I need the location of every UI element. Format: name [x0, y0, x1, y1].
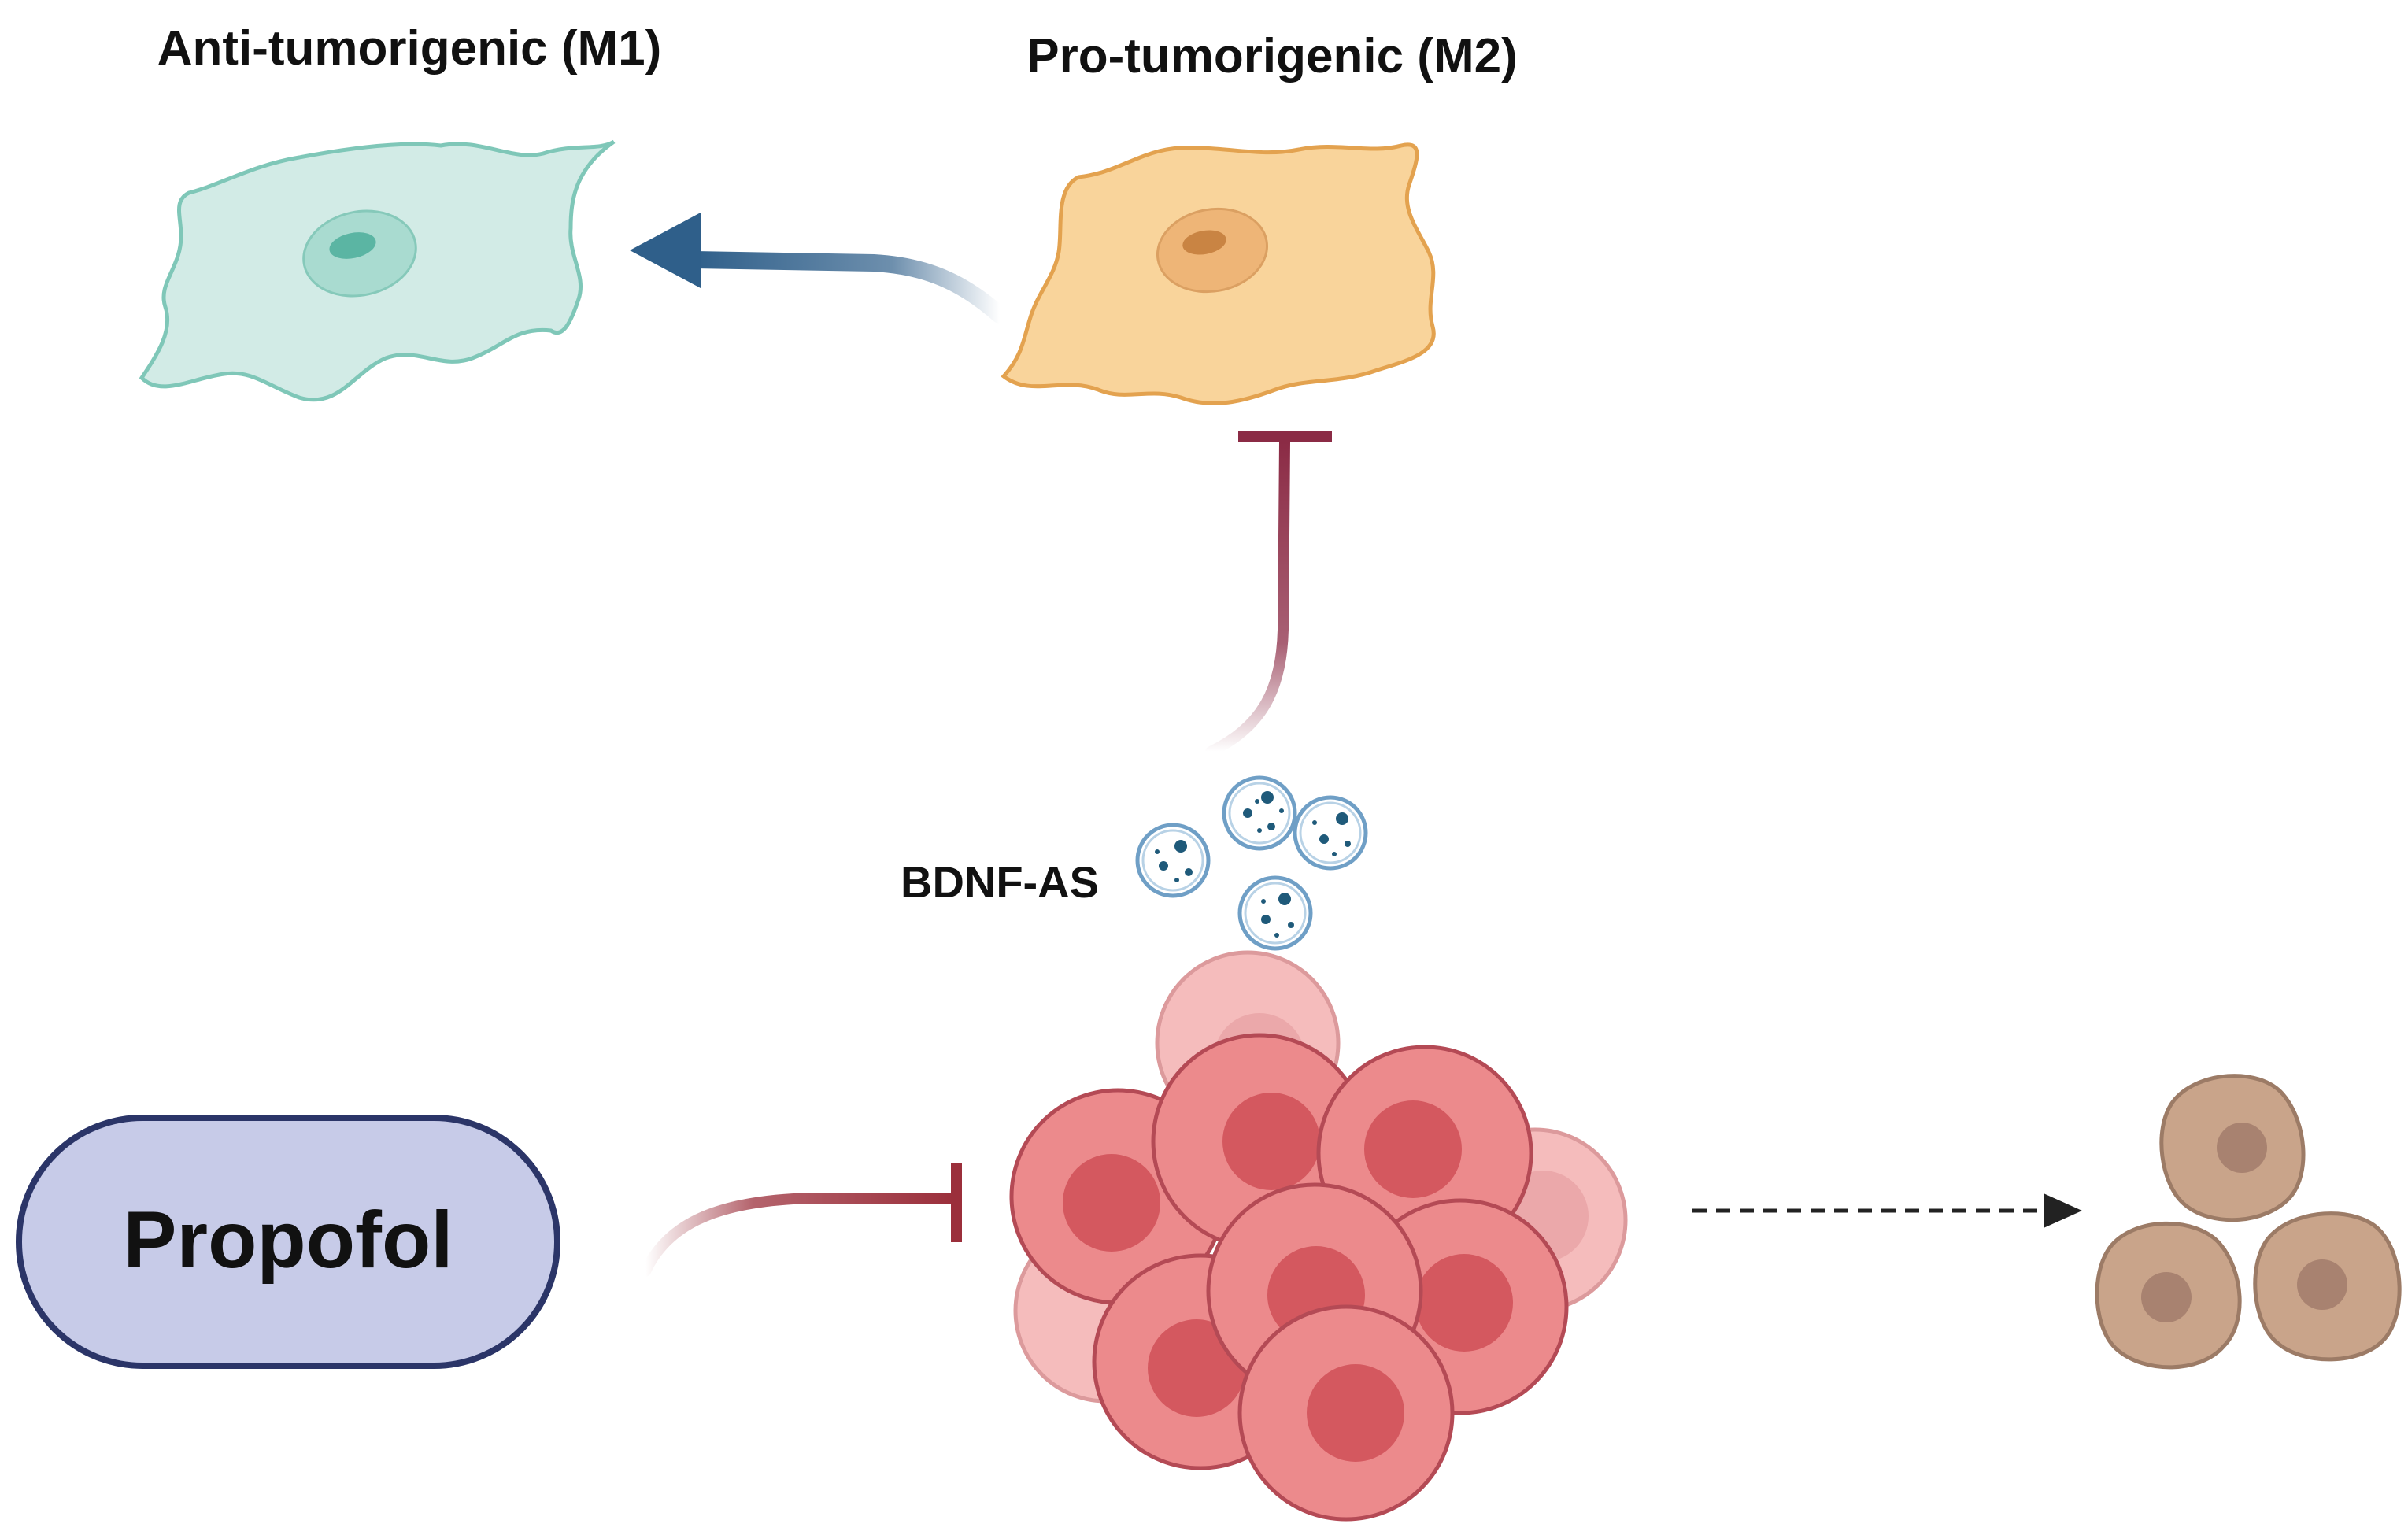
propofol-label: Propofol: [123, 1195, 453, 1285]
propofol-node: Propofol: [16, 1115, 560, 1369]
m2-macrophage: [1001, 142, 1436, 405]
tumor-cell: [1237, 1304, 1455, 1522]
normal-cell-cluster: [2095, 1074, 2402, 1370]
propofol-pill: [16, 1115, 560, 1369]
exosome-inhibition-arrow: [1205, 431, 1332, 757]
m2-label: Pro-tumorigenic (M2): [1026, 29, 1517, 83]
polarization-arrowhead: [630, 213, 701, 288]
tumor-cell: [1009, 1088, 1226, 1305]
exosome: [1293, 795, 1368, 871]
exosome: [1135, 823, 1211, 898]
exosome-label: BDNF-AS: [901, 857, 1099, 907]
normal-cell: [2253, 1211, 2402, 1362]
m1-nucleolus: [329, 232, 376, 259]
m1-label: Anti-tumorigenic (M1): [157, 21, 662, 76]
normal-cell: [2095, 1221, 2242, 1370]
progression-arrow: [1692, 1193, 2082, 1228]
progression-arrowhead: [2044, 1193, 2082, 1228]
normal-cell: [2159, 1074, 2306, 1222]
exosome: [1237, 875, 1313, 951]
exosome-cluster: [1135, 775, 1368, 951]
tumor-cell-cluster: [1009, 950, 1628, 1522]
m2-nucleolus: [1182, 230, 1226, 255]
polarization-arrow: [630, 213, 1008, 324]
propofol-inhibition-arrow: [640, 1163, 962, 1277]
m1-macrophage: [139, 139, 616, 402]
exosome: [1222, 775, 1297, 851]
